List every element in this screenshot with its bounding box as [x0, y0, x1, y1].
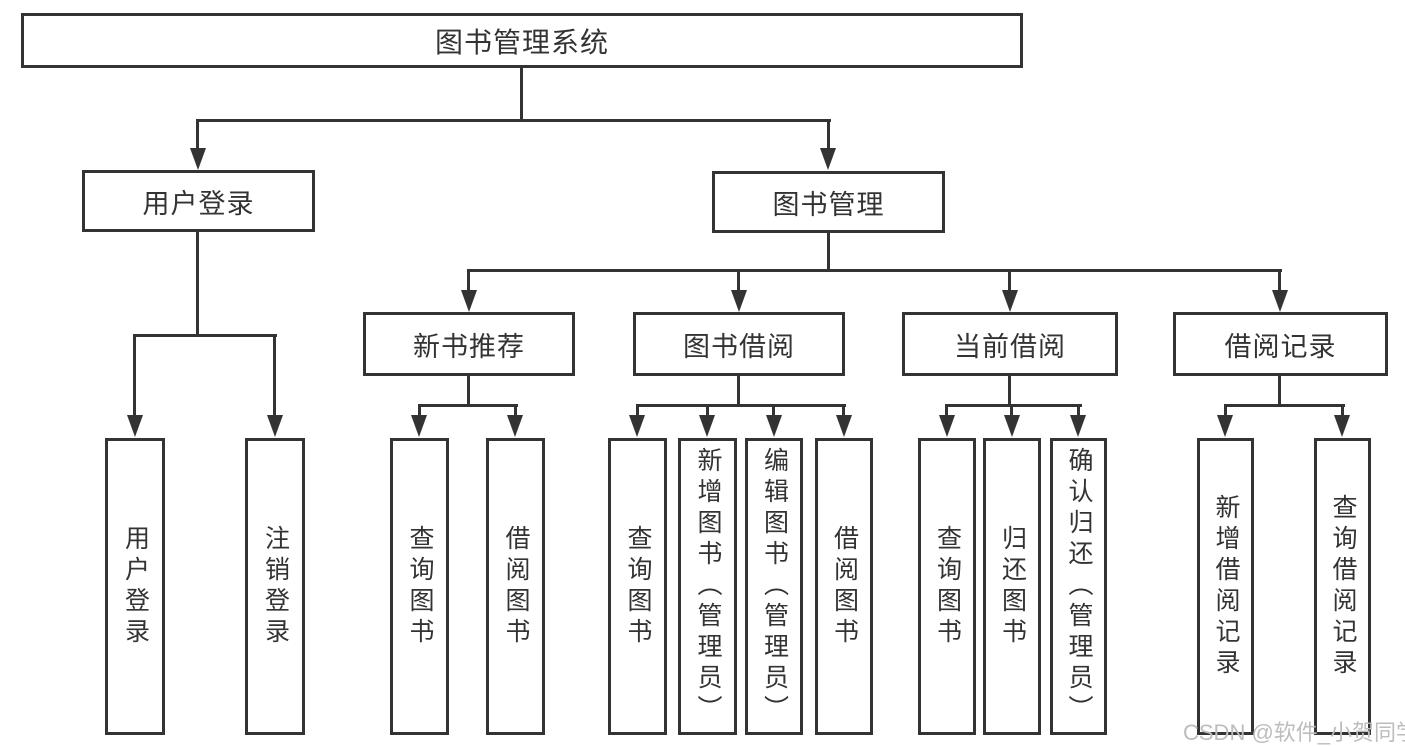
node-bb-edit-book-admin-label: 编辑图书（管理员）: [760, 447, 789, 726]
node-bb-borrow-books-label: 借阅图书: [830, 524, 859, 649]
node-nb-borrow-books: 借阅图书: [486, 438, 545, 735]
connector-arm-bb-query: [636, 404, 639, 417]
connector-user-bar: [133, 334, 277, 337]
node-nb-query-books-label: 查询图书: [406, 524, 434, 649]
connector-record-stem: [1278, 376, 1281, 406]
connector-arm-user-login: [196, 119, 199, 150]
node-cb-return-books-label: 归还图书: [998, 524, 1027, 649]
node-new-book-recommendation-label: 新书推荐: [413, 331, 525, 362]
arrowhead-to-book-borrow: [731, 290, 747, 312]
csdn-watermark: CSDN @软件_小贺同学: [1183, 720, 1405, 745]
connector-arm-br-query: [1341, 404, 1344, 417]
connector-arm-bb-edit: [772, 404, 775, 417]
connector-record-bar: [1224, 404, 1345, 407]
connector-user-stem: [196, 232, 199, 337]
node-current-borrowing-label: 当前借阅: [954, 331, 1066, 362]
arrowhead-to-bb-add: [699, 415, 715, 437]
node-cb-confirm-return-admin-label: 确认归还（管理员）: [1065, 447, 1093, 726]
connector-arm-nb-borrow: [514, 404, 517, 417]
connector-arm-cb-query: [945, 404, 948, 417]
arrowhead-to-book-mgmt: [820, 148, 836, 170]
connector-arm-new-book: [467, 269, 470, 292]
arrowhead-to-login: [127, 415, 143, 437]
arrowhead-to-cb-query: [939, 415, 955, 437]
connector-arm-bb-borrow: [842, 404, 845, 417]
node-bb-borrow-books: 借阅图书: [815, 438, 873, 735]
arrowhead-to-bb-borrow: [836, 415, 852, 437]
connector-arm-logout: [273, 334, 276, 417]
node-book-borrowing: 图书借阅: [633, 312, 845, 376]
connector-arm-cb-return: [1010, 404, 1013, 417]
connector-arm-cb-confirm: [1077, 404, 1080, 417]
node-br-query-record: 查询借阅记录: [1314, 438, 1371, 735]
node-current-borrowing: 当前借阅: [902, 312, 1118, 376]
connector-current-bar: [945, 404, 1082, 407]
node-cb-query-books: 查询图书: [918, 438, 976, 735]
node-cb-query-books-label: 查询图书: [933, 524, 962, 649]
node-logout: 注销登录: [245, 438, 305, 735]
arrowhead-to-cb-confirm: [1070, 415, 1086, 437]
arrowhead-to-current: [1002, 290, 1018, 312]
connector-arm-current: [1008, 269, 1011, 292]
arrowhead-to-bb-edit: [766, 415, 782, 437]
connector-borrow-stem: [737, 376, 740, 406]
node-br-add-record: 新增借阅记录: [1197, 438, 1254, 735]
node-bb-query-books-label: 查询图书: [624, 524, 652, 649]
node-book-borrowing-label: 图书借阅: [683, 331, 795, 362]
node-library-system: 图书管理系统: [21, 13, 1023, 68]
connector-arm-login: [133, 334, 136, 417]
arrowhead-to-br-query: [1334, 415, 1350, 437]
connector-arm-record: [1278, 269, 1281, 292]
node-cb-return-books: 归还图书: [983, 438, 1041, 735]
arrowhead-to-br-add: [1217, 415, 1233, 437]
node-borrowing-records: 借阅记录: [1173, 312, 1388, 376]
connector-arm-book-borrow: [737, 269, 740, 292]
arrowhead-to-nb-borrow: [507, 415, 523, 437]
node-logout-label: 注销登录: [261, 524, 290, 649]
node-nb-query-books: 查询图书: [390, 438, 449, 735]
node-user-login: 用户登录: [82, 170, 315, 232]
arrowhead-to-cb-return: [1004, 415, 1020, 437]
arrowhead-to-record: [1272, 290, 1288, 312]
node-br-query-record-label: 查询借阅记录: [1329, 493, 1357, 680]
node-book-management: 图书管理: [712, 171, 945, 233]
connector-arm-book-mgmt: [827, 119, 830, 150]
connector-newbook-stem: [467, 376, 470, 406]
connector-level1-bar: [196, 119, 831, 122]
arrowhead-to-bb-query: [629, 415, 645, 437]
connector-arm-br-add: [1224, 404, 1227, 417]
node-user-login-leaf: 用户登录: [105, 438, 165, 735]
connector-root-stem: [520, 68, 523, 122]
node-user-login-label: 用户登录: [142, 188, 255, 219]
node-bb-edit-book-admin: 编辑图书（管理员）: [745, 438, 803, 735]
connector-borrow-bar: [636, 404, 846, 407]
node-borrowing-records-label: 借阅记录: [1224, 331, 1337, 362]
connector-current-stem: [1008, 376, 1011, 406]
node-cb-confirm-return-admin: 确认归还（管理员）: [1050, 438, 1107, 735]
connector-level3-bar: [467, 269, 1282, 272]
node-nb-borrow-books-label: 借阅图书: [502, 524, 530, 649]
node-br-add-record-label: 新增借阅记录: [1212, 493, 1240, 680]
node-bb-query-books: 查询图书: [608, 438, 667, 735]
connector-book-stem: [827, 233, 830, 272]
connector-arm-bb-add: [706, 404, 709, 417]
arrowhead-to-logout: [267, 415, 283, 437]
node-user-login-leaf-label: 用户登录: [121, 524, 150, 649]
node-book-management-label: 图书管理: [772, 189, 885, 220]
node-library-system-label: 图书管理系统: [434, 26, 609, 58]
arrowhead-to-nb-query: [411, 415, 427, 437]
arrowhead-to-new-book: [461, 290, 477, 312]
node-bb-add-book-admin: 新增图书（管理员）: [678, 438, 737, 735]
node-new-book-recommendation: 新书推荐: [363, 312, 575, 376]
connector-newbook-bar: [418, 404, 518, 407]
node-bb-add-book-admin-label: 新增图书（管理员）: [694, 447, 722, 726]
arrowhead-to-user-login: [190, 148, 206, 170]
connector-arm-nb-query: [418, 404, 421, 417]
